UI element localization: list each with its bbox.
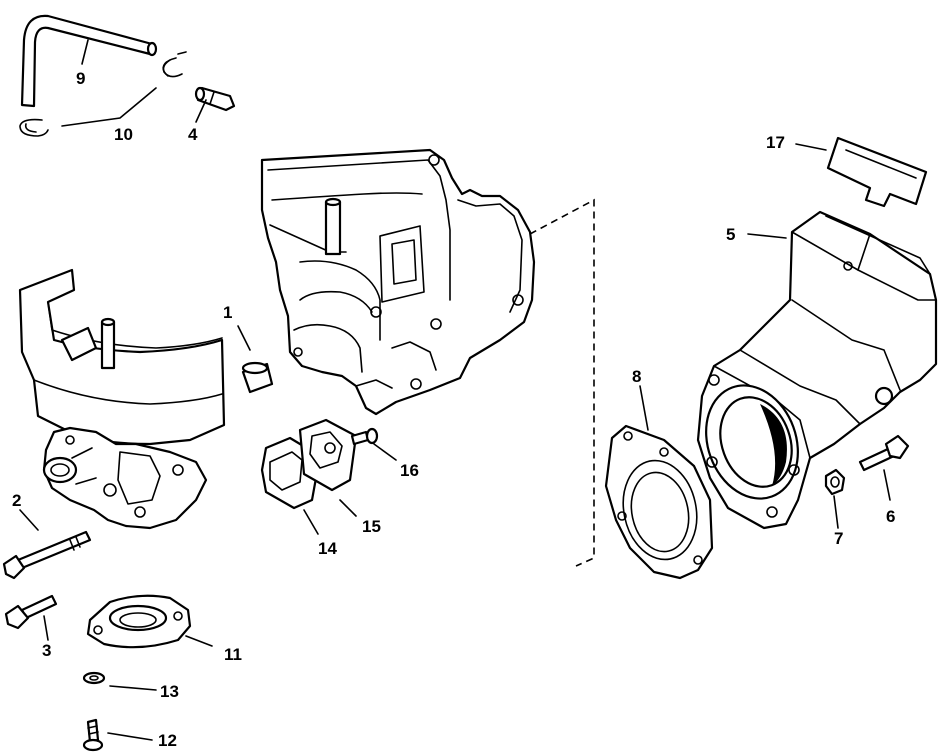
part-13-washer — [82, 671, 106, 685]
part-12-screw — [82, 718, 104, 752]
part-4-pin — [194, 86, 236, 112]
part-8-exhaust-gasket — [604, 424, 714, 580]
callout-12: 12 — [158, 731, 177, 750]
part-17-gasket-plate — [826, 136, 928, 208]
part-9-hose — [20, 14, 158, 108]
part-1-bushing — [241, 361, 274, 394]
part-2-long-bolt — [2, 530, 92, 580]
callout-6: 6 — [886, 507, 895, 526]
callout-7: 7 — [834, 529, 843, 548]
callout-2: 2 — [12, 491, 21, 510]
part-11-bearing-housing — [86, 594, 192, 649]
crankcase-upper-half — [260, 148, 536, 416]
part-16-screw — [350, 427, 379, 446]
callout-8: 8 — [632, 367, 641, 386]
callout-4: 4 — [188, 125, 198, 144]
part-6-bolt — [858, 434, 910, 472]
callout-5: 5 — [726, 225, 735, 244]
alignment-dashed-line — [529, 198, 595, 567]
part-15-reed-plate — [298, 418, 358, 492]
callout-3: 3 — [42, 641, 51, 660]
callout-10: 10 — [114, 125, 133, 144]
callout-11: 11 — [224, 645, 242, 664]
callout-14: 14 — [318, 539, 337, 558]
callout-15: 15 — [362, 517, 381, 536]
callout-16: 16 — [400, 461, 419, 480]
callout-17: 17 — [766, 133, 785, 152]
callout-labels: 9 10 4 1 2 3 11 13 12 14 15 16 8 5 17 7 … — [12, 69, 895, 750]
part-7-nut — [824, 468, 846, 496]
leader-lines — [19, 39, 891, 741]
part-10-clip-lower — [19, 118, 49, 137]
part-3-short-bolt — [4, 594, 58, 630]
crankcase-lower-half — [18, 268, 226, 530]
part-10-clip-upper — [162, 51, 187, 78]
part-5-exhaust-housing — [696, 210, 938, 530]
callout-13: 13 — [160, 682, 179, 701]
callout-1: 1 — [223, 303, 232, 322]
callout-9: 9 — [76, 69, 85, 88]
